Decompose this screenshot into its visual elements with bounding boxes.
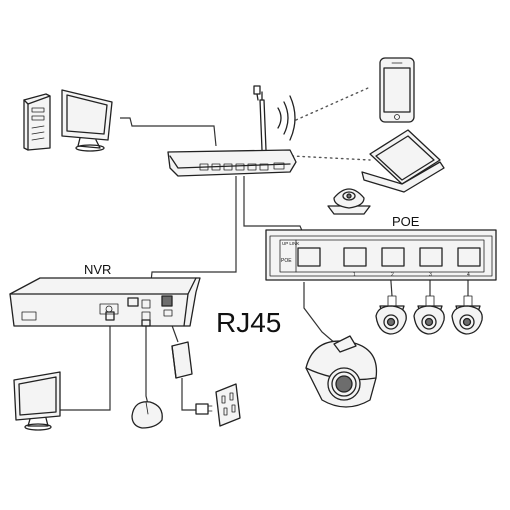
poe-label: POE [392,214,420,229]
mouse [131,401,163,429]
router [167,85,297,177]
rj45-label: RJ45 [216,307,281,338]
dome-camera-1 [375,295,407,335]
dome-camera-3 [451,295,483,335]
pc-monitor [61,89,113,152]
port-label-3: 3 [429,272,432,278]
power-adapter [171,341,213,415]
smartphone [379,57,415,123]
poe-switch [265,229,497,281]
pc-tower [23,93,51,151]
wall-outlet [215,383,241,427]
dome-camera-large [305,335,378,408]
laptop [361,129,445,193]
nvr-recorder [9,277,201,327]
port-label-1: 1 [353,272,356,278]
port-label-4: 4 [467,272,470,278]
dome-camera-top [327,188,371,215]
nvr-label: NVR [84,262,111,277]
port-label-2: 2 [391,272,394,278]
dome-camera-2 [413,295,445,335]
poe-small-label: POE [281,258,292,264]
nvr-monitor [13,371,61,431]
uplink-label: UP LINK [282,241,299,246]
